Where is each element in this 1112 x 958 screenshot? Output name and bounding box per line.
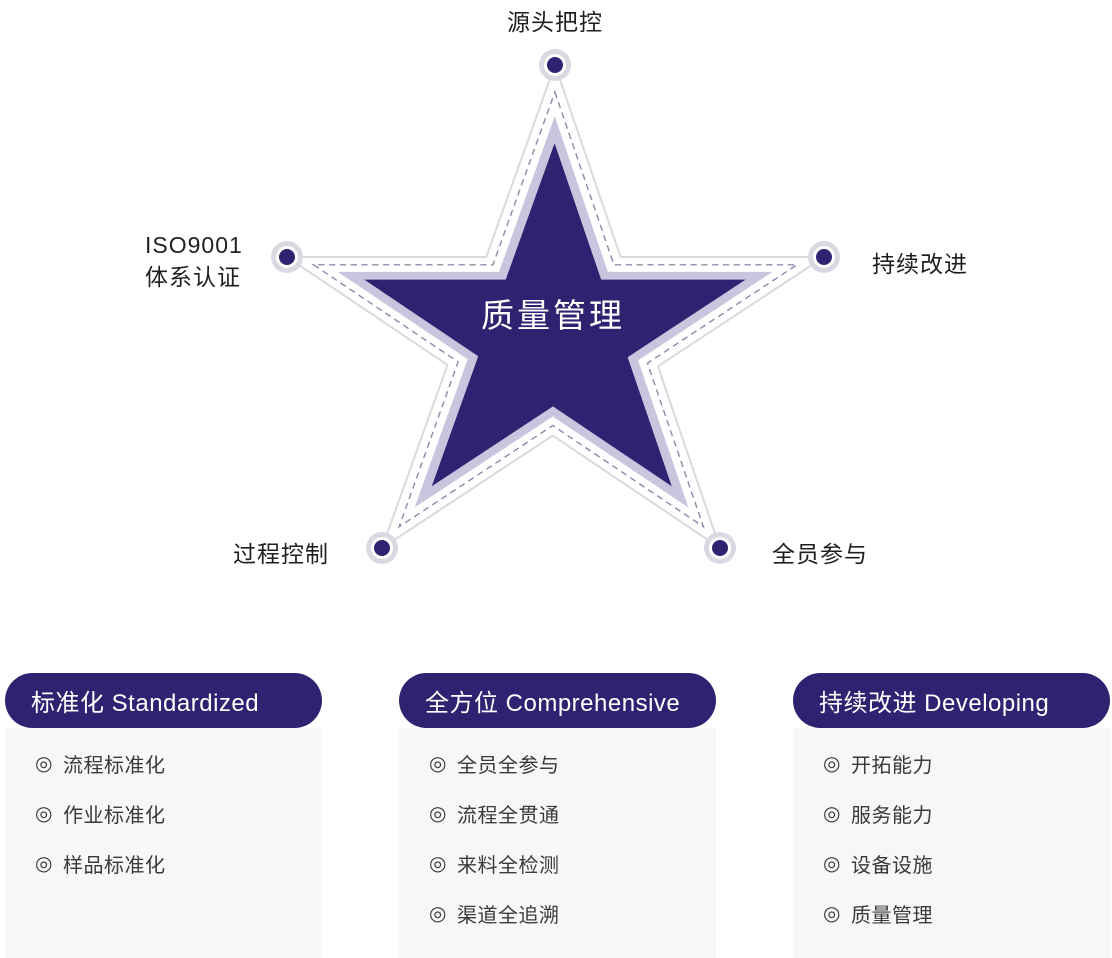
list-item-label: 样品标准化 (62, 854, 166, 877)
bullseye-icon: ◎ (35, 752, 53, 775)
card-standardized-body: ◎ 流程标准化 ◎ 作业标准化 ◎ 样品标准化 (5, 728, 322, 958)
label-continuous-improvement: 持续改进 (872, 251, 968, 277)
card-comprehensive-header: 全方位 Comprehensive (399, 673, 716, 728)
card-comprehensive: 全方位 Comprehensive ◎ 全员全参与 ◎ 流程全贯通 ◎ 来料全检… (399, 673, 716, 958)
list-item: ◎ 质量管理 (823, 888, 1110, 938)
card-standardized-header: 标准化 Standardized (5, 673, 322, 728)
node-bottom-right-icon (704, 532, 736, 564)
bullseye-icon: ◎ (823, 802, 841, 825)
bullseye-icon: ◎ (429, 802, 447, 825)
list-item: ◎ 流程全贯通 (429, 788, 716, 838)
card-standardized: 标准化 Standardized ◎ 流程标准化 ◎ 作业标准化 ◎ 样品标准化 (5, 673, 322, 958)
node-top-icon (539, 49, 571, 81)
list-item-label: 全员全参与 (456, 754, 560, 777)
star-diagram (271, 49, 840, 564)
list-item: ◎ 渠道全追溯 (429, 888, 716, 938)
bullseye-icon: ◎ (429, 852, 447, 875)
card-developing-header: 持续改进 Developing (793, 673, 1110, 728)
list-item-label: 流程标准化 (62, 754, 166, 777)
label-full-participation: 全员参与 (772, 541, 868, 567)
list-item-label: 服务能力 (850, 804, 933, 827)
bullseye-icon: ◎ (823, 852, 841, 875)
card-title: 全方位 Comprehensive (425, 690, 681, 717)
list-item: ◎ 全员全参与 (429, 738, 716, 788)
bullseye-icon: ◎ (823, 902, 841, 925)
label-process-control: 过程控制 (233, 541, 329, 567)
node-right-icon (808, 241, 840, 273)
bullseye-icon: ◎ (823, 752, 841, 775)
cards-row: 标准化 Standardized ◎ 流程标准化 ◎ 作业标准化 ◎ 样品标准化 (5, 673, 1110, 958)
list-item: ◎ 样品标准化 (35, 838, 322, 888)
card-comprehensive-body: ◎ 全员全参与 ◎ 流程全贯通 ◎ 来料全检测 ◎ 渠道全追溯 (399, 728, 716, 958)
label-iso9001-line2: 体系认证 (145, 264, 241, 290)
list-item: ◎ 流程标准化 (35, 738, 322, 788)
list-item: ◎ 设备设施 (823, 838, 1110, 888)
list-item-label: 来料全检测 (456, 854, 560, 877)
label-source-control: 源头把控 (507, 9, 603, 35)
bullseye-icon: ◎ (429, 902, 447, 925)
bullseye-icon: ◎ (35, 852, 53, 875)
list-item: ◎ 作业标准化 (35, 788, 322, 838)
list-item-label: 流程全贯通 (456, 804, 560, 827)
label-iso9001-line1: ISO9001 (145, 232, 243, 258)
list-item-label: 设备设施 (850, 854, 933, 877)
list-item-label: 质量管理 (850, 904, 933, 927)
bullseye-icon: ◎ (35, 802, 53, 825)
card-developing: 持续改进 Developing ◎ 开拓能力 ◎ 服务能力 ◎ 设备设施 ◎ 质… (793, 673, 1110, 958)
list-item-label: 作业标准化 (62, 804, 166, 827)
list-item: ◎ 服务能力 (823, 788, 1110, 838)
label-iso9001-certification: ISO9001 体系认证 (145, 229, 243, 293)
bullseye-icon: ◎ (429, 752, 447, 775)
list-item-label: 渠道全追溯 (456, 904, 560, 927)
card-title: 标准化 Standardized (31, 690, 260, 717)
node-bottom-left-icon (366, 532, 398, 564)
card-developing-body: ◎ 开拓能力 ◎ 服务能力 ◎ 设备设施 ◎ 质量管理 (793, 728, 1110, 958)
list-item-label: 开拓能力 (850, 754, 933, 777)
card-title: 持续改进 Developing (819, 690, 1050, 717)
list-item: ◎ 来料全检测 (429, 838, 716, 888)
star-center-title: 质量管理 (481, 297, 625, 334)
node-left-icon (271, 241, 303, 273)
list-item: ◎ 开拓能力 (823, 738, 1110, 788)
